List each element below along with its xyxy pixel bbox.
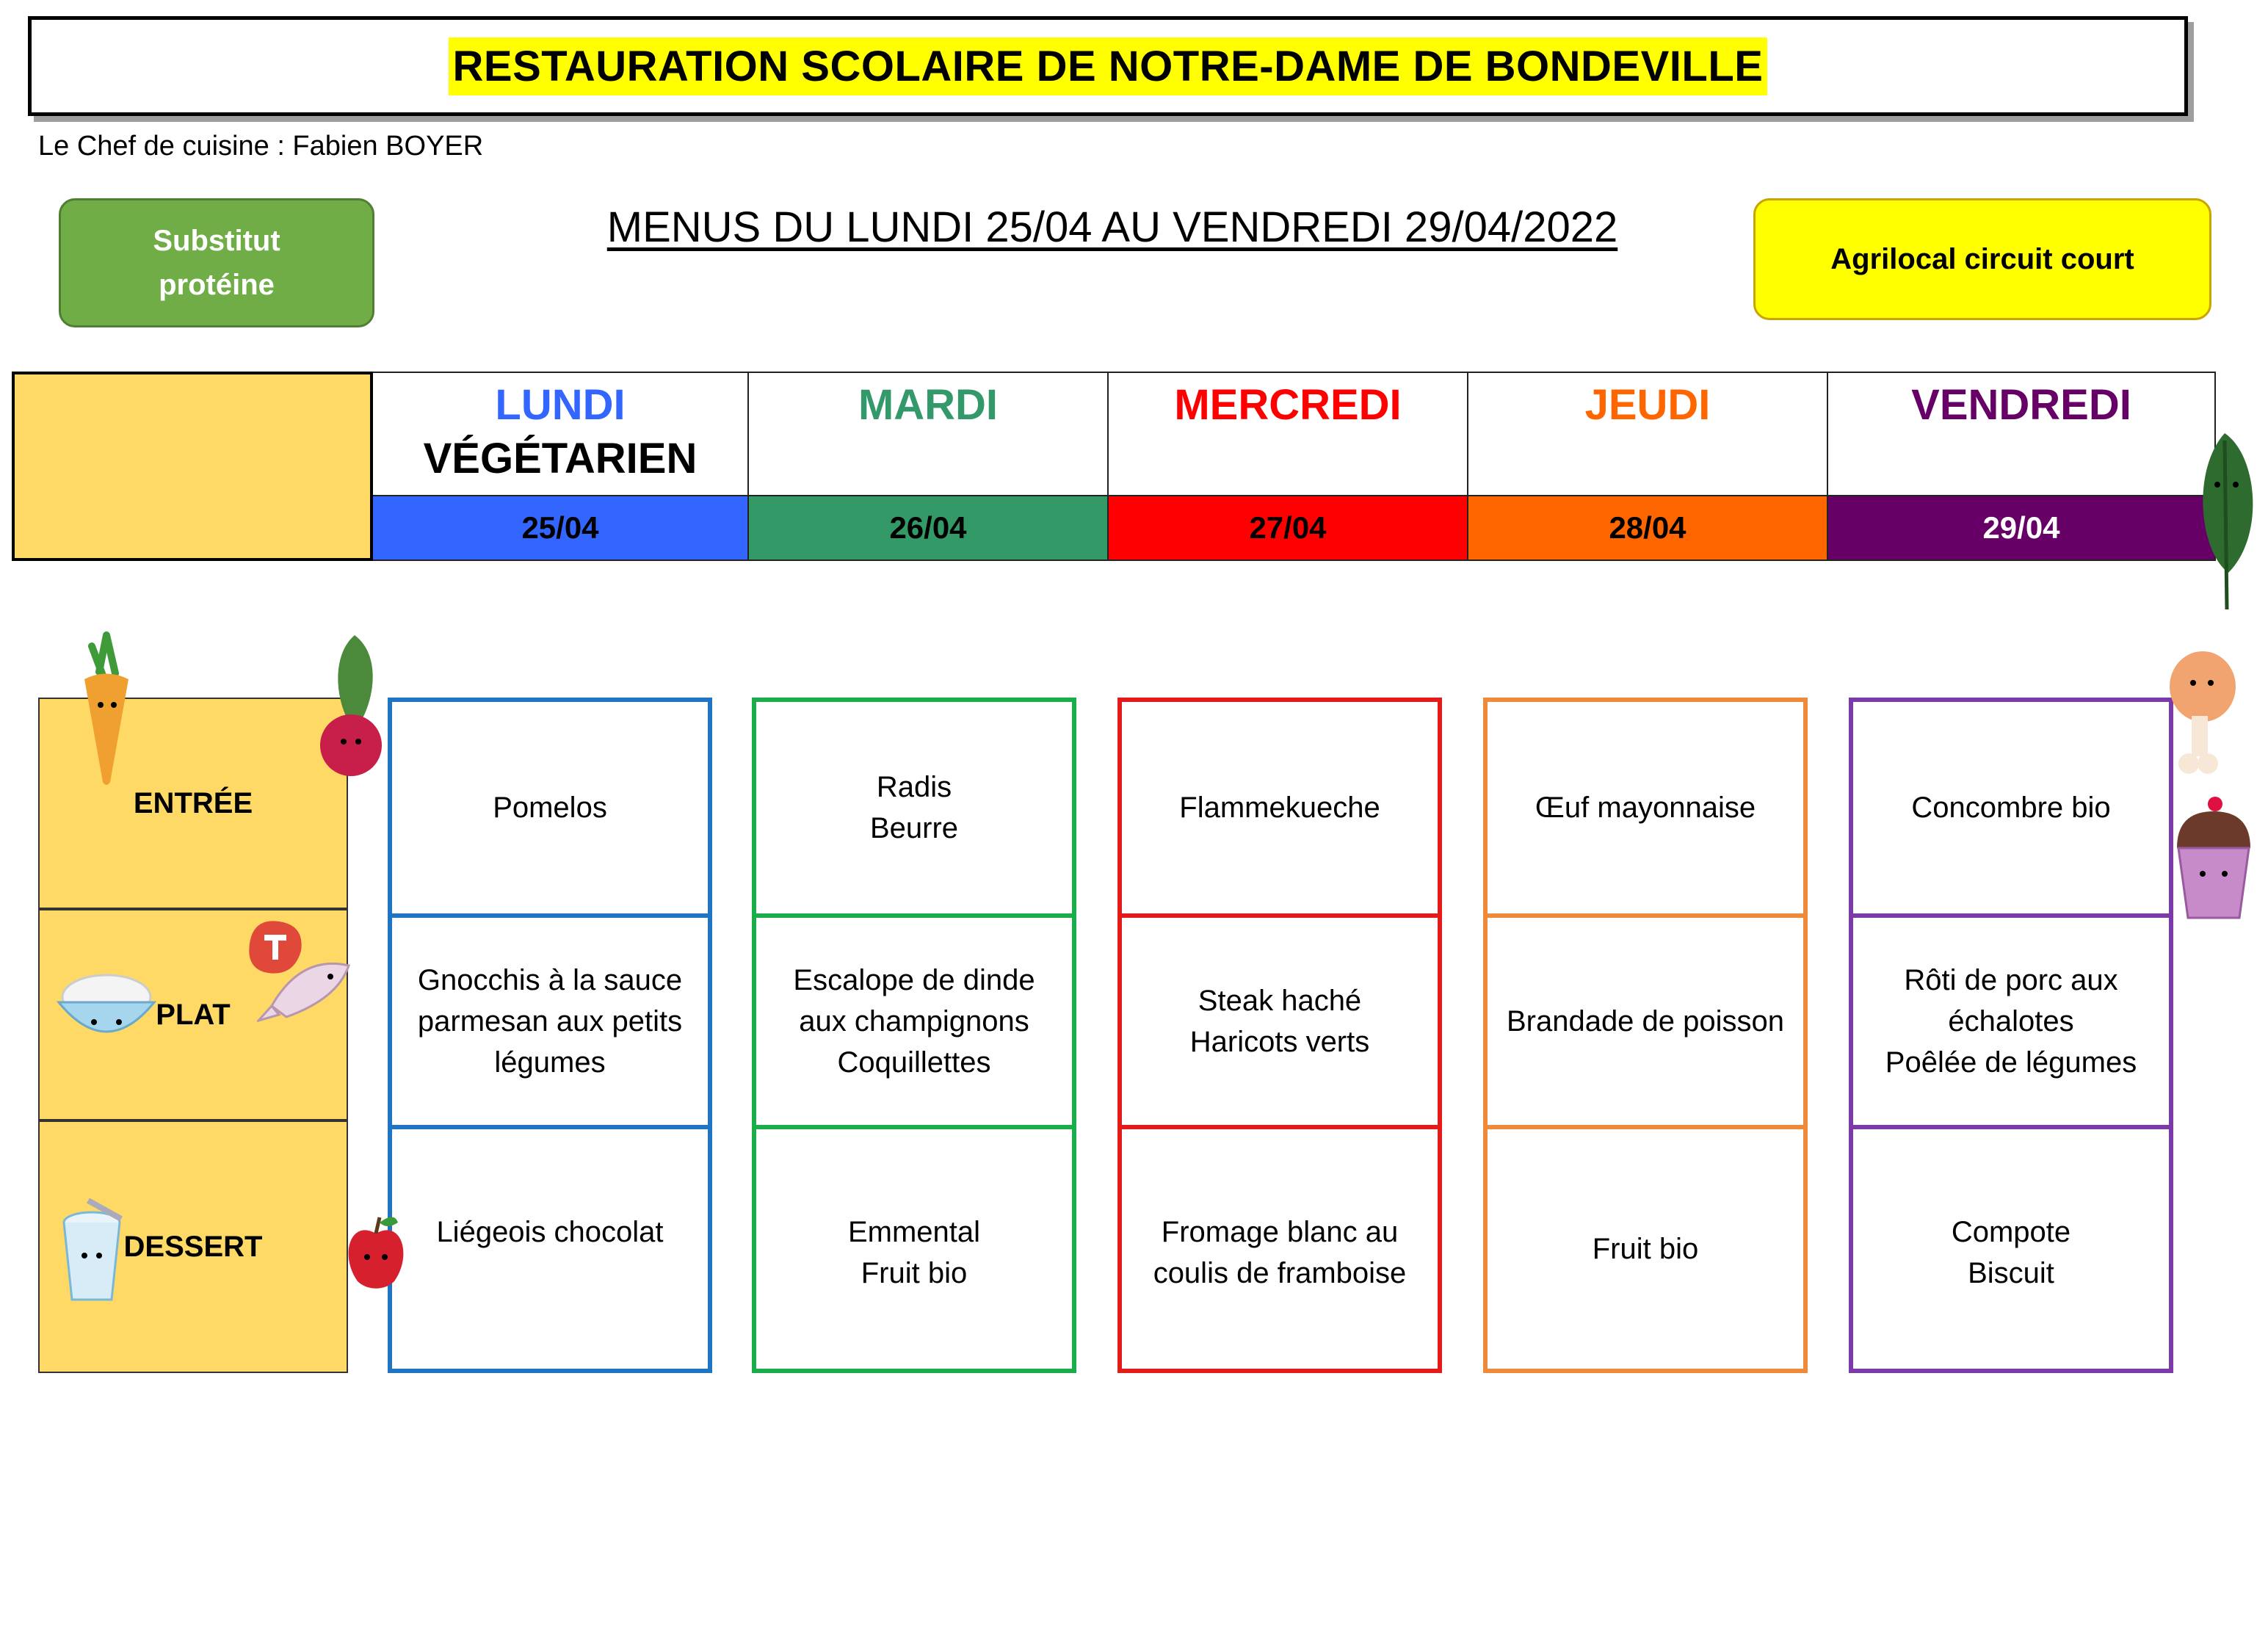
course-label: PLAT: [156, 998, 231, 1031]
legend-substitut-label: Substitut protéine: [153, 225, 280, 301]
day-name: MARDI: [858, 381, 999, 429]
menu-dessert: Compote Biscuit: [1853, 1125, 2169, 1369]
day-date-jeudi: 28/04: [1468, 495, 1828, 561]
day-date-lundi: 25/04: [373, 495, 749, 561]
menu-entree: Concombre bio: [1911, 792, 2111, 824]
day-name: LUNDI: [495, 381, 626, 429]
menu-dessert: Fromage blanc au coulis de framboise: [1122, 1125, 1438, 1369]
menu-column-mardi: Radis Beurre Escalope de dinde aux champ…: [752, 698, 1076, 1373]
menu-column-jeudi: Œuf mayonnaise Brandade de poisson Fruit…: [1483, 698, 1808, 1373]
day-name: MERCREDI: [1174, 381, 1402, 429]
menu-entree: Radis Beurre: [869, 771, 959, 844]
day-name: JEUDI: [1584, 381, 1711, 429]
menu-entree: Œuf mayonnaise: [1535, 792, 1756, 824]
week-title: MENUS DU LUNDI 25/04 AU VENDREDI 29/04/2…: [606, 203, 1618, 251]
day-date-mercredi: 27/04: [1109, 495, 1468, 561]
meat-icon: [249, 921, 302, 974]
spinach-leaf-icon: [2203, 433, 2253, 610]
fish-icon: [257, 962, 350, 1023]
yogurt-icon: [62, 1198, 123, 1301]
course-label: ENTRÉE: [133, 786, 253, 819]
menu-plat: Escalope de dinde aux champignons Coquil…: [756, 913, 1072, 1125]
day-header-lundi: LUNDI VÉGÉTARIEN: [373, 372, 749, 495]
legend-agrilocal-label: Agrilocal circuit court: [1830, 242, 2134, 275]
day-subtitle: VÉGÉTARIEN: [423, 435, 698, 482]
chef-name: Le Chef de cuisine : Fabien BOYER: [38, 131, 484, 162]
menu-entree: Pomelos: [493, 792, 607, 824]
day-date-vendredi: 29/04: [1828, 495, 2216, 561]
title-box: RESTAURATION SCOLAIRE DE NOTRE-DAME DE B…: [28, 16, 2188, 116]
legend-substitut-proteine: Substitut protéine: [59, 198, 374, 327]
day-date-mardi: 26/04: [749, 495, 1109, 561]
page-title: RESTAURATION SCOLAIRE DE NOTRE-DAME DE B…: [448, 37, 1768, 95]
apple-icon: [348, 1217, 404, 1289]
menu-plat: Brandade de poisson: [1488, 913, 1803, 1125]
menu-column-lundi: Pomelos Gnocchis à la sauce parmesan aux…: [388, 698, 712, 1373]
menu-dessert: Liégeois chocolat: [392, 1125, 708, 1369]
menu-column-vendredi: Concombre bio Rôti de porc aux échalotes…: [1849, 698, 2173, 1373]
menu-entree: Flammekueche: [1179, 792, 1380, 824]
course-label: DESSERT: [123, 1230, 263, 1263]
menu-dessert: Emmental Fruit bio: [756, 1125, 1072, 1369]
day-header-vendredi: VENDREDI: [1828, 372, 2216, 495]
header-corner-cell: [12, 372, 373, 561]
rice-bowl-icon: [56, 974, 157, 1033]
carrot-icon: [84, 631, 128, 785]
course-entree: ENTRÉE: [38, 698, 348, 909]
day-header-mercredi: MERCREDI: [1109, 372, 1468, 495]
chicken-leg-icon: [2170, 651, 2236, 774]
menu-dessert: Fruit bio: [1488, 1125, 1803, 1369]
legend-agrilocal: Agrilocal circuit court: [1753, 198, 2211, 320]
menu-plat: Gnocchis à la sauce parmesan aux petits …: [392, 913, 708, 1125]
day-header-jeudi: JEUDI: [1468, 372, 1828, 495]
menu-plat: Rôti de porc aux échalotes Poêlée de lég…: [1853, 913, 2169, 1125]
menu-plat: Steak haché Haricots verts: [1122, 913, 1438, 1125]
radish-icon: [320, 635, 382, 776]
cupcake-icon: [2177, 797, 2250, 919]
day-header-mardi: MARDI: [749, 372, 1109, 495]
day-name: VENDREDI: [1911, 381, 2131, 429]
menu-column-mercredi: Flammekueche Steak haché Haricots verts …: [1117, 698, 1442, 1373]
